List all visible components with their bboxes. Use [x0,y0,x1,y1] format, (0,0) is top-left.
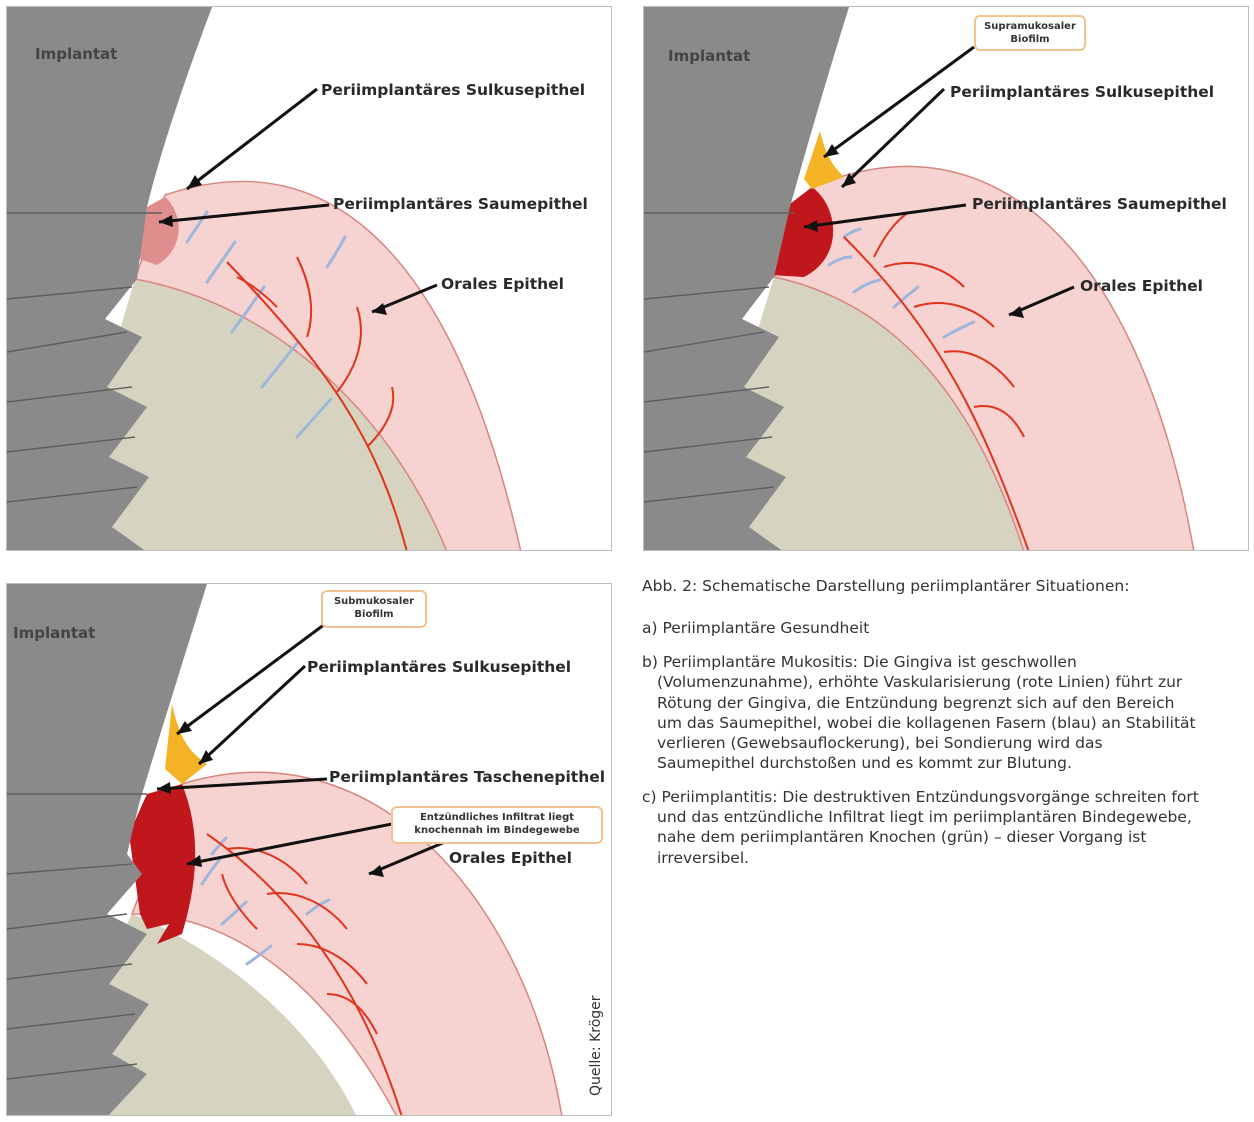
submucosal-biofilm-callout: Submukosaler Biofilm [321,590,427,628]
panel-c-periimplantitis: Implantat Submukosaler Biofilm Periimpla… [6,583,612,1116]
junctional-epithelium-label: Periimplantäres Saumepithel [972,197,1227,213]
sulcus-epithelium-label: Periimplantäres Sulkusepithel [950,85,1214,101]
caption-item-a: a) Periimplantäre Gesundheit [642,618,1202,638]
panel-a-healthy: Implantat Periimplantäres Sulkusepithel … [6,6,612,551]
sulcus-epithelium-label: Periimplantäres Sulkusepithel [321,83,585,99]
panel-b-mucositis: Implantat Supramukosaler Biofilm Periimp… [643,6,1249,551]
caption-item-b: b) Periimplantäre Mukositis: Die Gingiva… [642,652,1202,773]
pocket-epithelium-label: Periimplantäres Taschenepithel [329,770,605,786]
caption-item-c: c) Periimplantitis: Die destruktiven Ent… [642,787,1202,868]
caption-title: Abb. 2: Schematische Darstellung periimp… [642,576,1202,596]
source-credit: Quelle: Kröger [588,995,604,1096]
implant-label: Implantat [668,49,750,64]
sulcus-epithelium-label: Periimplantäres Sulkusepithel [307,660,571,676]
infiltrate-callout: Entzündliches Infiltrat liegt knochennah… [391,806,603,844]
junctional-epithelium-label: Periimplantäres Saumepithel [333,197,588,213]
implant-label: Implantat [35,47,117,62]
supramucosal-biofilm-callout: Supramukosaler Biofilm [974,15,1086,51]
oral-epithelium-label: Orales Epithel [441,277,564,293]
figure-caption: Abb. 2: Schematische Darstellung periimp… [642,576,1202,882]
oral-epithelium-label: Orales Epithel [1080,279,1203,295]
implant-label: Implantat [13,626,95,641]
oral-epithelium-label: Orales Epithel [449,851,572,867]
